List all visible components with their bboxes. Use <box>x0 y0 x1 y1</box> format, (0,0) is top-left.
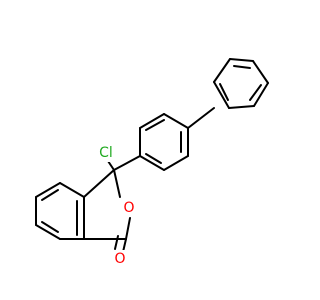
carbonyl-bond <box>114 235 119 250</box>
ring-oxygen-label: O <box>123 200 134 216</box>
carbonyl-oxygen-label: O <box>114 251 125 267</box>
bond <box>213 58 231 83</box>
bond <box>113 169 121 198</box>
bond <box>229 58 254 62</box>
double-bond <box>41 221 59 233</box>
label-background <box>120 199 138 217</box>
bond <box>59 182 85 198</box>
terminal-phenyl-ring <box>213 58 269 109</box>
bond <box>252 60 269 84</box>
bond <box>125 217 131 240</box>
double-bond <box>249 84 262 101</box>
bond <box>163 155 189 171</box>
molecule-structure: Cl O O <box>35 58 269 268</box>
bond <box>163 113 189 129</box>
bond <box>213 81 230 109</box>
label-background <box>111 250 129 268</box>
biaryl-bond <box>187 107 215 129</box>
bond <box>113 155 141 171</box>
bond <box>35 182 61 198</box>
double-bond <box>219 83 229 101</box>
bond <box>83 169 115 198</box>
double-bond <box>145 153 162 164</box>
carbonyl-bond <box>122 238 127 253</box>
bond <box>139 155 165 171</box>
isobenzofuranone-core <box>35 169 131 240</box>
double-bond <box>233 65 251 69</box>
middle-phenyl-ring <box>139 113 189 171</box>
chlorine-label: Cl <box>99 145 113 161</box>
bond <box>228 105 255 109</box>
double-bond <box>41 189 59 201</box>
bond <box>139 113 165 129</box>
chlorine-bond <box>107 160 115 171</box>
label-background <box>94 144 118 162</box>
atom-labels: Cl O O <box>94 144 138 268</box>
double-bond <box>145 119 165 131</box>
bond <box>35 224 61 240</box>
structure-canvas: Cl O O <box>35 58 269 268</box>
bond <box>253 82 269 107</box>
